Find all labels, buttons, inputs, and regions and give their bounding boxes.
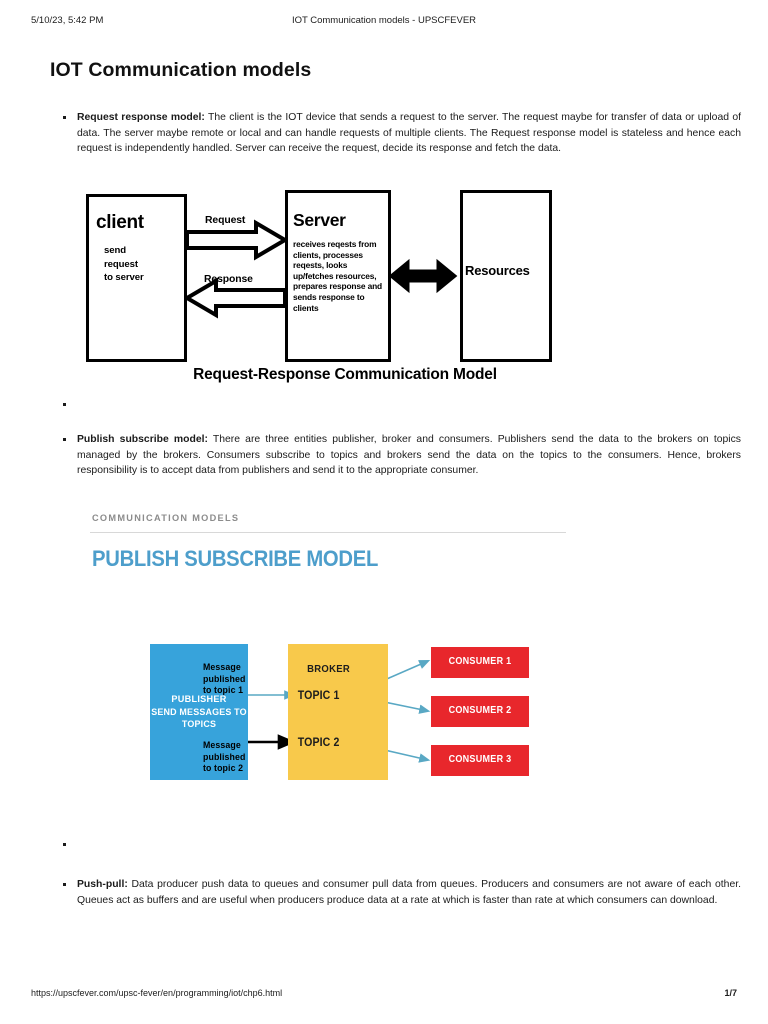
bullet-term-request-response: Request response model: [77,112,205,123]
page-title: IOT Communication models [50,59,312,81]
bullet-empty-1 [60,397,741,409]
bullet-push-pull: Push-pull: Data producer push data to qu… [60,877,741,908]
bullet-term-push-pull: Push-pull: [77,879,128,890]
consumer-3-label: CONSUMER 3 [448,754,512,765]
figure-publish-subscribe-model: COMMUNICATION MODELS PUBLISH SUBSCRIBE M… [88,508,628,798]
client-description: send request to server [104,245,144,283]
publisher-label: PUBLISHER [171,694,227,705]
topic-2-label: TOPIC 2 [297,737,340,749]
request-response-arrows [183,219,458,319]
consumer-1-label: CONSUMER 1 [448,656,512,667]
consumer-2-box: CONSUMER 2 [431,696,529,727]
figure-2-eyebrow: COMMUNICATION MODELS [92,513,240,523]
publisher-sublabel: SEND MESSAGES TO TOPICS [151,707,247,730]
bullet-term-publish-subscribe: Publish subscribe model: [77,434,208,445]
request-arrow-label: Request [205,215,246,226]
message-topic-2-label: Message published to topic 2 [203,740,246,774]
message-topic-1-label: Message published to topic 1 [203,662,246,696]
bullet-empty-2 [60,837,741,849]
print-document-title: IOT Communication models - UPSCFEVER [291,15,477,26]
topic-1-label: TOPIC 1 [297,690,340,702]
resources-box [460,190,552,362]
client-box [86,194,187,362]
figure-request-response-model: client send request to server Server rec… [86,190,561,390]
bullet-text-request-response: The client is the IOT device that sends … [77,112,741,155]
consumer-1-box: CONSUMER 1 [431,647,529,678]
consumer-2-label: CONSUMER 2 [448,705,512,716]
bullet-request-response: Request response model: The client is th… [60,110,741,157]
bullet-text-push-pull: Data producer push data to queues and co… [77,879,741,906]
bullet-text-publish-subscribe: There are three entities publisher, brok… [77,434,741,477]
print-footer: https://upscfever.com/upsc-fever/en/prog… [0,988,768,1002]
server-title: Server [293,210,346,230]
figure-1-caption: Request-Response Communication Model [193,366,497,383]
print-page-number: 1/7 [724,988,737,998]
consumer-3-box: CONSUMER 3 [431,745,529,776]
figure-2-divider [90,532,566,533]
response-arrow-label: Response [204,274,253,285]
print-header: 5/10/23, 5:42 PM IOT Communication model… [0,15,768,29]
server-description: receives reqests from clients, processes… [293,239,383,313]
server-box [285,190,391,362]
broker-box [288,644,388,780]
broker-label: BROKER [307,664,351,675]
print-timestamp: 5/10/23, 5:42 PM [31,15,104,26]
figure-2-title: PUBLISH SUBSCRIBE MODEL [92,546,379,571]
print-source-url: https://upscfever.com/upsc-fever/en/prog… [31,988,283,998]
client-title: client [96,212,144,233]
publisher-box: PUBLISHER SEND MESSAGES TO TOPICS [150,644,248,780]
bullet-publish-subscribe: Publish subscribe model: There are three… [60,432,741,479]
resources-title: Resources [465,263,530,278]
